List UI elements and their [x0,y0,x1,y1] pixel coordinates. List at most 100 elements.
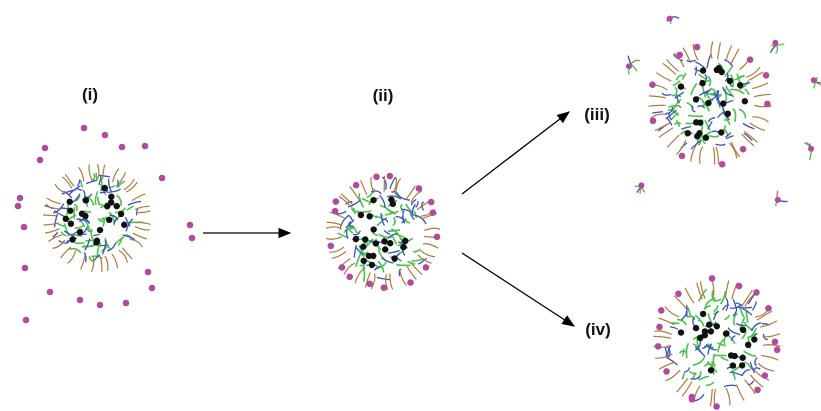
surface-drug-dot [678,152,686,160]
green-chain [667,109,680,117]
corona-chain [654,330,673,336]
green-chain [691,372,696,380]
core-dot [692,96,700,103]
core-dot [724,110,732,117]
corona-chain [331,250,347,259]
fragment-drug-dot [808,145,815,152]
blue-chain [135,208,139,216]
green-chain [738,108,747,119]
surface-drug-dot [765,304,772,312]
green-chain [358,192,365,208]
core-dot [697,334,704,342]
corona-chain [744,379,756,395]
blue-chain [58,239,70,244]
corona-chain [78,166,85,182]
corona-chain [762,344,781,347]
corona-chain [135,210,151,214]
corona-chain [662,62,677,75]
surface-drug-dot [676,51,684,59]
blue-chain [353,245,358,258]
core-dot [117,210,125,218]
green-chain [672,98,682,111]
free-drug-dot [188,234,196,242]
green-chain [404,218,411,224]
corona-chain [406,266,417,280]
surface-drug-dot [649,117,657,125]
green-chain [698,73,707,80]
green-chain [720,356,729,361]
blue-chain [381,176,387,190]
blue-chain [124,217,131,227]
surface-drug-dot [764,100,771,108]
blue-chain [704,73,708,82]
core-dot [66,198,73,205]
core-dot [370,226,377,233]
corona-chain [370,273,376,290]
core-dot [67,207,74,214]
corona-chain [749,122,766,132]
green-chain [747,332,758,338]
green-chain [744,88,750,96]
green-chain [68,247,82,254]
green-chain [716,342,725,347]
core-dot [741,98,749,105]
corona-chain [389,273,394,290]
green-chain [376,216,388,227]
free-drug-dot [118,143,126,151]
free-drug-dot [76,296,84,304]
corona-chain [45,228,60,234]
corona-chain [681,381,693,397]
free-drug-dot [144,268,152,276]
blue-chain [750,322,762,332]
green-chain [79,179,84,188]
blue-chain [410,198,417,206]
blue-chain [376,276,390,281]
core-dot [699,310,707,318]
green-chain [74,204,78,212]
green-chain [379,204,393,215]
green-chain [698,375,710,381]
green-chain [719,290,727,305]
fragment-drug-dot [666,15,673,22]
blue-chain [383,229,391,235]
corona-chain [132,232,147,240]
blue-chain [680,310,688,321]
blue-chain [661,92,672,96]
fragment-chain [776,43,785,46]
corona-chain [135,221,151,225]
free-drug-dot [122,299,130,307]
corona-chain [648,95,666,99]
blue-chain [752,367,761,371]
green-chain [697,319,705,327]
corona-chain [422,243,439,249]
free-drug-dot [141,142,149,150]
fragment-drug-dot [772,39,779,46]
free-drug-dot [101,131,109,139]
core-dot [677,83,685,90]
core-dot [108,193,115,200]
corona-chain [673,52,685,68]
core-dot [389,200,397,208]
blue-chain [697,105,706,109]
blue-chain [106,242,117,252]
core-dot [720,100,727,107]
arrow-ii-to-iii [461,111,571,195]
surface-drug-dot [761,372,769,379]
free-drug-dot [46,288,54,296]
green-chain [346,226,354,234]
surface-drug-dot [746,56,754,64]
surface-drug-dot [739,145,747,153]
green-chain [732,312,738,326]
green-chain [116,180,126,189]
surface-drug-dot [713,403,720,410]
corona-chain [654,122,671,132]
core-dot [738,362,746,369]
core-dot [101,184,108,192]
blue-chain [725,132,731,138]
free-drug-dot [186,221,194,229]
blue-chain [707,120,713,130]
corona-chain [728,142,738,159]
corona-chain [741,133,755,147]
corona-chain [725,45,733,62]
